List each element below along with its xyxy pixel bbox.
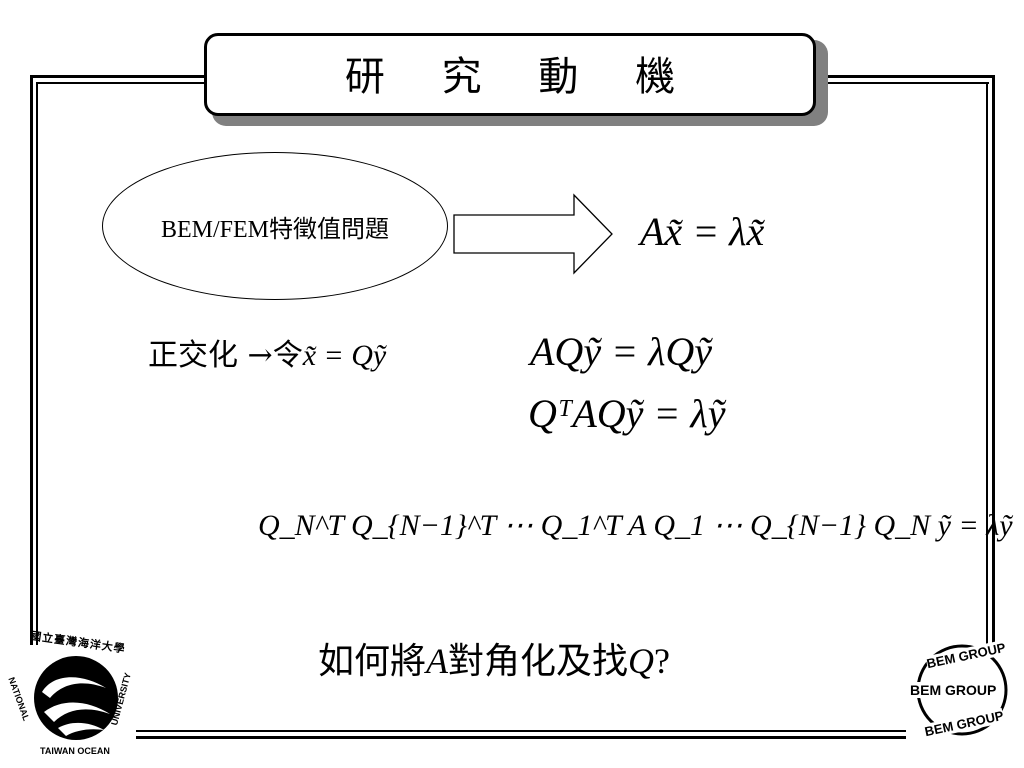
equation-qtaq-text: QᵀAQỹ = λỹ [528, 391, 726, 436]
ortho-label: 正交化 [148, 338, 238, 373]
ortho-line: 正交化 →令x̃ = Qỹ [148, 330, 386, 374]
ntou-emblem-icon [34, 656, 118, 740]
equation-aq: AQỹ = λQỹ [530, 329, 713, 374]
bem-middle-text: BEM GROUP [910, 682, 997, 698]
question-q: Q [628, 641, 655, 681]
frame-top-right-inner [818, 82, 989, 84]
frame-right-inner [986, 82, 988, 645]
ortho-equation: x̃ = Qỹ [302, 339, 387, 372]
frame-top-right-outer [818, 75, 995, 78]
equation-chain-text: Q_N^T Q_{N−1}^T ⋯ Q_1^T A Q_1 ⋯ Q_{N−1} … [258, 509, 1013, 542]
frame-top-left-inner [36, 82, 206, 84]
frame-left-inner [36, 82, 38, 645]
ntou-bottom-text: TAIWAN OCEAN [40, 746, 110, 756]
frame-left-outer [30, 75, 33, 645]
equation-chain: Q_N^T Q_{N−1}^T ⋯ Q_1^T A Q_1 ⋯ Q_{N−1} … [258, 508, 1013, 543]
page-title: 研 究 動 機 [344, 54, 698, 100]
title-box: 研 究 動 機 [204, 33, 816, 116]
ortho-let: 令 [272, 338, 303, 373]
frame-bottom-inner [136, 730, 906, 732]
bem-group-logo: BEM GROUP BEM GROUP BEM GROUP [908, 636, 1016, 744]
question-mid: 對角化及找 [448, 641, 629, 682]
ellipse-label: BEM/FEM特徵值問題 [160, 216, 390, 243]
question-line: 如何將A對角化及找Q? [318, 632, 670, 684]
block-arrow-icon [453, 193, 613, 275]
question-a: A [426, 641, 449, 681]
question-pre: 如何將 [318, 641, 427, 682]
right-arrow-icon: → [247, 338, 273, 373]
ellipse-bem-fem: BEM/FEM特徵值問題 [102, 152, 448, 300]
frame-right-outer [992, 75, 995, 645]
question-mark: ? [654, 641, 671, 681]
ntou-logo: 國立臺灣海洋大學 NATIONAL TAIWAN OCEAN UNIVERSIT… [6, 629, 138, 762]
frame-top-left-outer [30, 75, 206, 78]
main-eigen-equation: Ax̃ = λx̃ [640, 209, 765, 254]
equation-qtaq: QᵀAQỹ = λỹ [528, 390, 725, 437]
frame-bottom-outer [136, 736, 906, 739]
